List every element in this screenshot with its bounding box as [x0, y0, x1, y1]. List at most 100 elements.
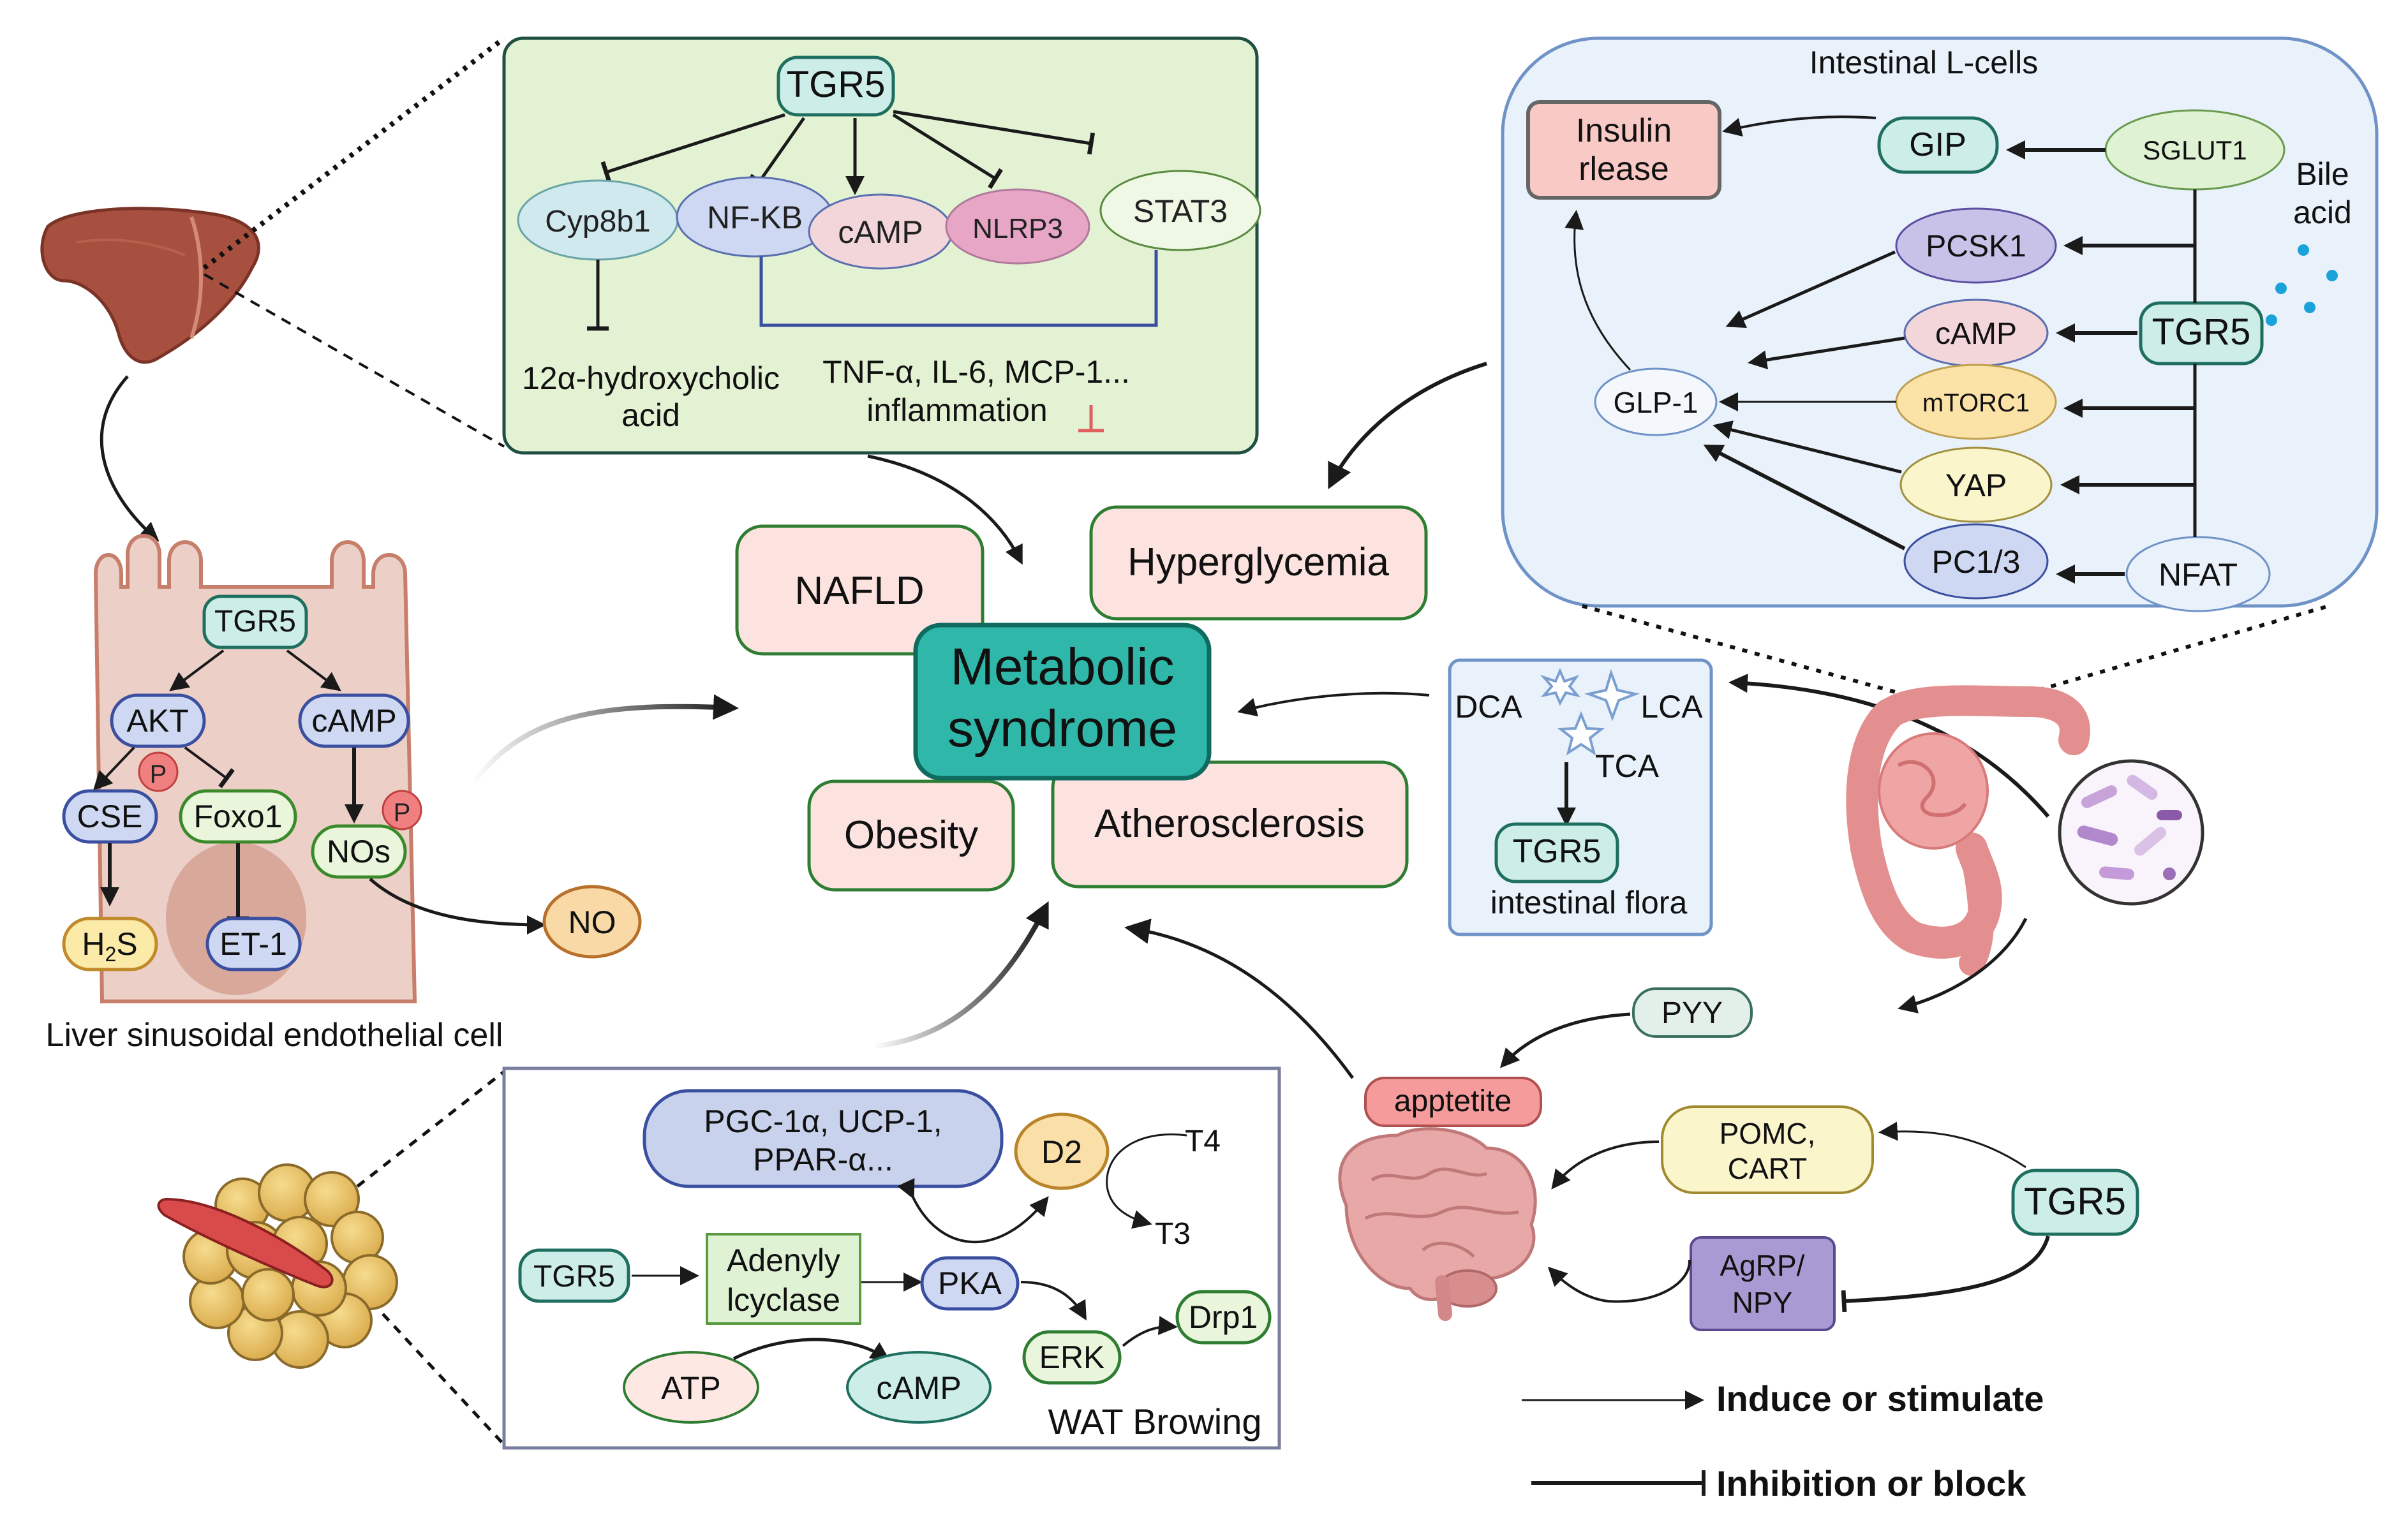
svg-text:intestinal flora: intestinal flora [1490, 885, 1688, 920]
svg-text:GLP-1: GLP-1 [1614, 386, 1698, 419]
activate-edge [1725, 250, 1896, 328]
svg-text:Inhibition or block: Inhibition or block [1716, 1463, 2026, 1503]
svg-text:STAT3: STAT3 [1133, 193, 1228, 229]
svg-text:PYY: PYY [1661, 996, 1723, 1030]
tgr5-node: TGR5 [202, 594, 308, 649]
svg-text:cAMP: cAMP [876, 1370, 961, 1406]
legend-induce: Induce or stimulate [1522, 1378, 2044, 1419]
activate-edge [1020, 1281, 1087, 1321]
svg-text:apptetite: apptetite [1394, 1084, 1512, 1118]
svg-text:TGR5: TGR5 [214, 605, 296, 638]
svg-text:cAMP: cAMP [311, 703, 396, 739]
insulin-release-node: Insulin rlease [1526, 100, 1721, 200]
et1-node: ET-1 [205, 917, 302, 971]
svg-text:rlease: rlease [1579, 151, 1669, 188]
legend-inhibit: Inhibition or block [1531, 1463, 2026, 1503]
svg-text:Foxo1: Foxo1 [194, 799, 283, 834]
t4-label: T4 [1185, 1125, 1221, 1158]
liver-pathway-box: TGR5 Cyp8b1 NF-KB cAMP NLRP3 STAT3 [502, 36, 1261, 455]
inhibit-edge [1841, 1236, 2050, 1313]
hydroxy-acid-label: acid [621, 397, 680, 433]
t3-label: T3 [1155, 1217, 1191, 1251]
sglut1-node: SGLUT1 [2104, 109, 2285, 191]
svg-text:NO: NO [569, 904, 616, 940]
activate-edge [1878, 1121, 2026, 1169]
agrp-npy-node: AgRP/ NPY [1690, 1236, 1836, 1331]
nfat-node: NFAT [2125, 536, 2271, 612]
svg-text:NPY: NPY [1732, 1286, 1793, 1319]
arrow-to-center [1237, 691, 1430, 717]
pyy-node: PYY [1632, 987, 1753, 1038]
svg-text:ERK: ERK [1039, 1339, 1105, 1375]
svg-text:CART: CART [1728, 1152, 1807, 1185]
liver-illustration [40, 207, 260, 364]
svg-text:PGC-1α, UCP-1,: PGC-1α, UCP-1, [704, 1103, 942, 1139]
erk-node: ERK [1022, 1330, 1122, 1385]
svg-text:TCA: TCA [1595, 748, 1660, 784]
svg-text:TGR5: TGR5 [533, 1260, 615, 1294]
t4-to-t3-edge [1106, 1133, 1187, 1229]
cyp8b1-node: Cyp8b1 [517, 179, 679, 261]
hydroxy-acid-label: 12α-hydroxycholic [522, 360, 780, 396]
activate-edge [732, 1338, 890, 1361]
endothelial-cell: TGR5 AKT cAMP P CSE Foxo1 NOs [46, 534, 503, 1054]
mtorc1-node: mTORC1 [1895, 364, 2057, 440]
inflammation-label: inflammation [866, 392, 1047, 428]
svg-text:AKT: AKT [126, 703, 188, 739]
svg-text:NF-KB: NF-KB [707, 200, 803, 235]
akt-node: AKT [110, 693, 206, 748]
disease-obesity: Obesity [807, 779, 1015, 892]
inhibit-edge [600, 113, 785, 184]
tgr5-node: TGR5 [2139, 301, 2264, 365]
appetite-node: apptetite [1364, 1077, 1542, 1127]
svg-text:Hyperglycemia: Hyperglycemia [1127, 540, 1390, 584]
svg-text:SGLUT1: SGLUT1 [2143, 135, 2247, 165]
svg-text:CSE: CSE [77, 799, 143, 834]
svg-text:TGR5: TGR5 [1513, 833, 1602, 870]
phospho-badge: P [382, 790, 422, 830]
microbiome-magnifier [2058, 759, 2204, 906]
pcsk1-node: PCSK1 [1895, 207, 2057, 284]
svg-text:NLRP3: NLRP3 [972, 213, 1063, 244]
pc13-node: PC1/3 [1903, 523, 2049, 600]
bile-acid-star-icon [1540, 668, 1640, 756]
bile-acid-label: acid [2293, 195, 2352, 230]
svg-text:H2S: H2S [82, 926, 137, 966]
svg-text:lcyclase: lcyclase [727, 1282, 840, 1318]
adipose-muscle-illustration [157, 1163, 398, 1369]
arrow-liver-to-cell [100, 375, 160, 542]
activate-edge [1703, 445, 1906, 550]
intestine-illustration [1846, 685, 2090, 976]
zoom-line [202, 36, 506, 270]
intestinal-flora-box: DCA LCA TCA TGR5 intestinal flora [1448, 658, 1713, 936]
svg-text:AgRP/: AgRP/ [1720, 1249, 1805, 1282]
svg-text:YAP: YAP [1945, 468, 2007, 503]
inhibit-edge [892, 113, 1003, 189]
svg-text:NFAT: NFAT [2159, 557, 2238, 593]
svg-text:cAMP: cAMP [838, 214, 923, 250]
svg-text:TGR5: TGR5 [787, 64, 886, 105]
pomc-cart-node: POMC, CART [1661, 1105, 1874, 1194]
svg-text:DCA: DCA [1455, 689, 1522, 725]
inhibit-edge [893, 110, 1096, 155]
metabolic-syndrome-node: Metabolic syndrome [913, 623, 1212, 781]
inhibit-edge [749, 117, 806, 190]
activate-edge [1564, 210, 1631, 371]
svg-text:LCA: LCA [1640, 689, 1703, 725]
disease-hyperglycemia: Hyperglycemia [1089, 505, 1428, 621]
bidirectional-edge [897, 1177, 1049, 1244]
camp-node: cAMP [846, 1351, 992, 1424]
nos-node: NOs [311, 824, 407, 879]
nfkb-stat3-bracket [759, 250, 1158, 327]
disease-nafld: NAFLD [735, 524, 985, 656]
intestinal-lcells-box: Intestinal L-cells Insulin rlease GIP SG… [1501, 36, 2379, 612]
svg-text:POMC,: POMC, [1720, 1117, 1816, 1150]
foxo1-node: Foxo1 [179, 789, 297, 844]
svg-text:P: P [394, 799, 411, 827]
tgr5-node: TGR5 [1494, 822, 1619, 883]
activate-edge [1551, 1140, 1660, 1190]
disease-atherosclerosis: Atherosclerosis [1051, 760, 1409, 889]
tgr5-node: TGR5 [777, 55, 895, 117]
bile-acid-dots [2266, 244, 2338, 326]
